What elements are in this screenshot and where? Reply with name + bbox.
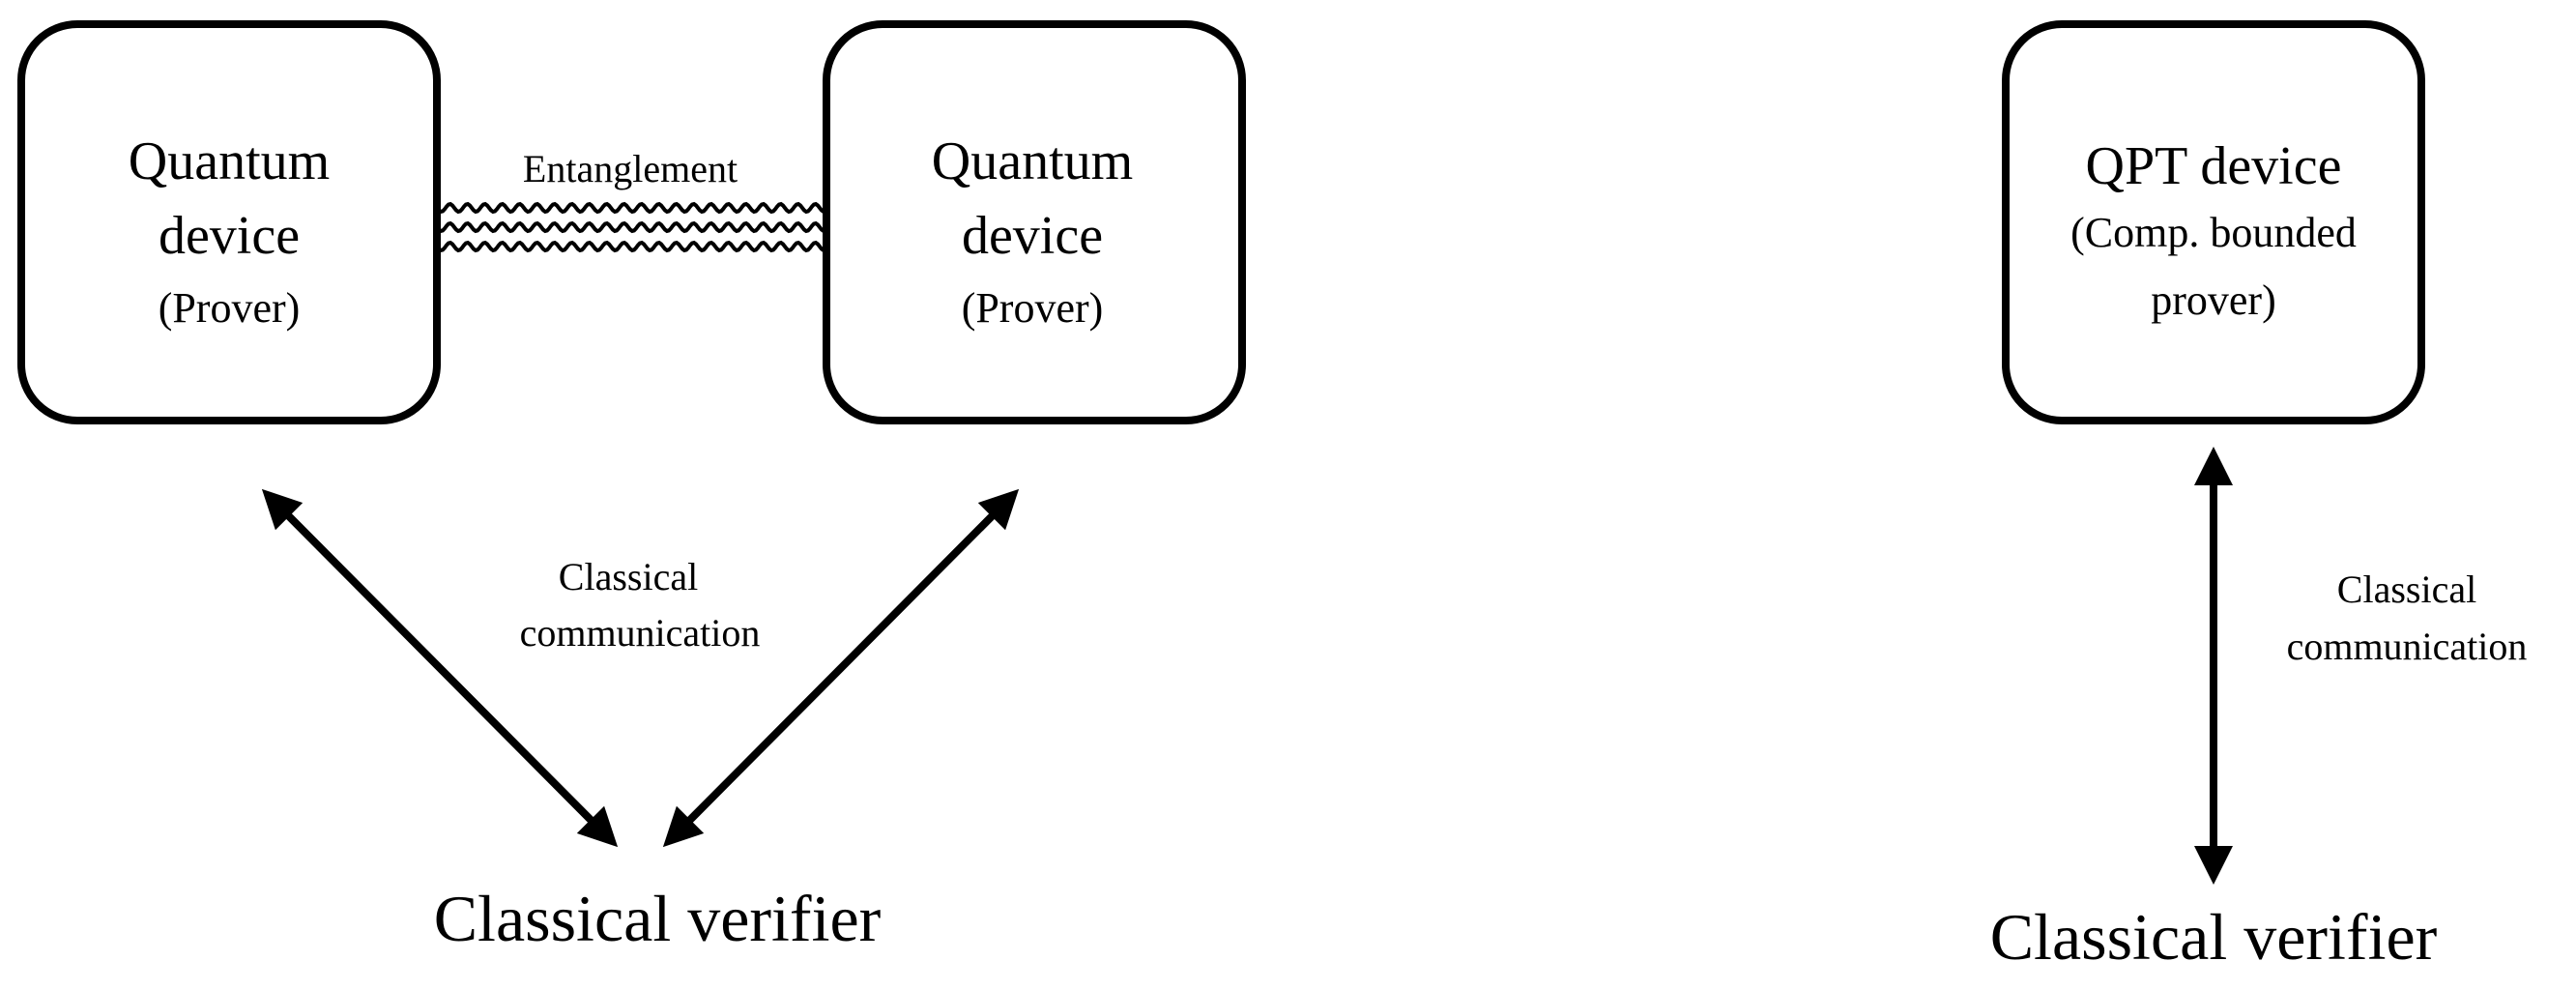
prover-left-line2: device	[159, 206, 300, 266]
prover-right-line3: (Prover)	[962, 284, 1104, 332]
entanglement-wave-3	[435, 240, 826, 253]
left-panel: Quantum device (Prover) Quantum device (…	[17, 20, 1246, 955]
prover-left-line1: Quantum	[129, 131, 330, 191]
prover-box-right-frame	[823, 20, 1246, 424]
right-verifier-label: Classical verifier	[1990, 900, 2438, 974]
prover-box-right: Quantum device (Prover)	[823, 20, 1246, 424]
left-communication-line2: communication	[520, 611, 761, 655]
qpt-device-box-frame	[2002, 20, 2425, 424]
arrow-left-prover-to-verifier	[261, 488, 619, 848]
entanglement-wave-1	[435, 201, 826, 215]
prover-left-line3: (Prover)	[159, 284, 301, 332]
prover-box-left-frame	[17, 20, 441, 424]
qpt-device-line3: prover)	[2151, 277, 2276, 324]
entanglement-label: Entanglement	[523, 147, 738, 190]
qpt-device-line2: (Comp. bounded	[2070, 209, 2357, 256]
entanglement-link	[435, 201, 826, 253]
left-verifier-label: Classical verifier	[434, 882, 882, 955]
prover-right-line2: device	[962, 206, 1103, 266]
left-communication-line1: Classical	[559, 555, 698, 598]
qpt-device-box: QPT device (Comp. bounded prover)	[2002, 20, 2425, 424]
right-communication-line1: Classical	[2337, 568, 2476, 611]
prover-box-left: Quantum device (Prover)	[17, 20, 441, 424]
arrow-right-prover-to-verifier	[662, 488, 1020, 848]
entanglement-wave-2	[435, 220, 826, 234]
qpt-device-line1: QPT device	[2086, 136, 2342, 196]
prover-right-line1: Quantum	[932, 131, 1133, 191]
right-communication-line2: communication	[2287, 625, 2528, 668]
right-panel: QPT device (Comp. bounded prover) Classi…	[1990, 20, 2528, 974]
